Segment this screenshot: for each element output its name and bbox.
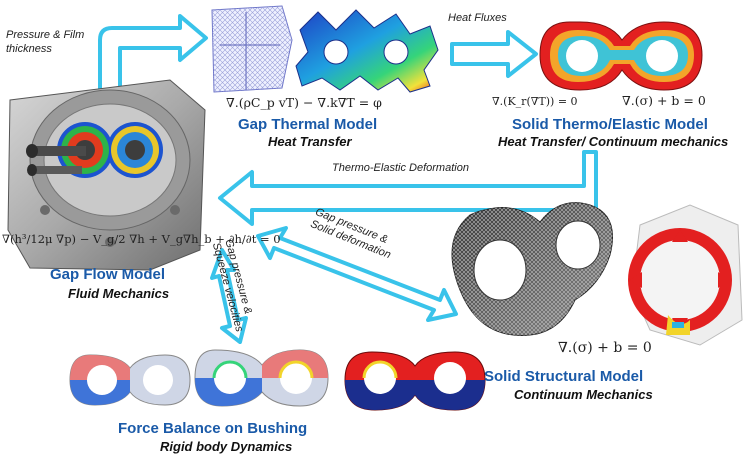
solid-thermo-equation-b: ∇.(σ) + b = 0 [622,93,706,108]
bushing-pressure-3 [344,351,486,411]
gap-thermal-subtitle: Heat Transfer [268,134,352,149]
solid-structural-equation: ∇.(σ) + b = 0 [558,340,652,356]
solid-structural-subtitle: Continuum Mechanics [514,387,653,402]
gap-mesh-image [211,5,293,93]
arrow-thermo-elastic [218,150,598,226]
force-balance-title: Force Balance on Bushing [118,420,308,437]
solid-thermal-contour [539,21,703,91]
label-pressure-film: Pressure & Film thickness [6,29,85,55]
force-balance-subtitle: Rigid body Dynamics [160,439,293,454]
bushing-pressure-2 [194,349,329,407]
solid-thermo-subtitle: Heat Transfer/ Continuum mechanics [498,134,729,149]
label-thermo-elastic: Thermo-Elastic Deformation [332,162,469,174]
gap-flow-subtitle: Fluid Mechanics [68,286,170,301]
gap-thermal-title: Gap Thermal Model [238,116,378,133]
gap-flow-equation: ∇(h³/12μ ∇p) − V_g/2 ∇h + V_g∇h_b + ∂h/∂… [2,232,281,246]
arrow-heat-fluxes [450,30,538,78]
arrow-pressure-film [98,14,208,97]
label-heat-fluxes: Heat Fluxes [448,12,507,24]
gap-thermal-equation: ∇.(ρC_p vT) − ∇.k∇T = φ [226,95,382,110]
structural-gear-image [628,204,743,346]
pump-cutaway-image [7,79,206,271]
solid-thermo-title: Solid Thermo/Elastic Model [512,116,708,133]
gap-flow-title: Gap Flow Model [50,266,165,283]
solid-structural-mesh [451,202,613,336]
arrow-gap-solid [256,226,458,322]
solid-thermo-equation-a: ∇.(K_r(∇T)) = 0 [492,95,578,108]
gear-thermal-image [295,9,439,93]
solid-structural-title: Solid Structural Model [484,368,644,385]
bushing-pressure-1 [69,354,191,406]
arrow-gap-force [210,248,248,344]
